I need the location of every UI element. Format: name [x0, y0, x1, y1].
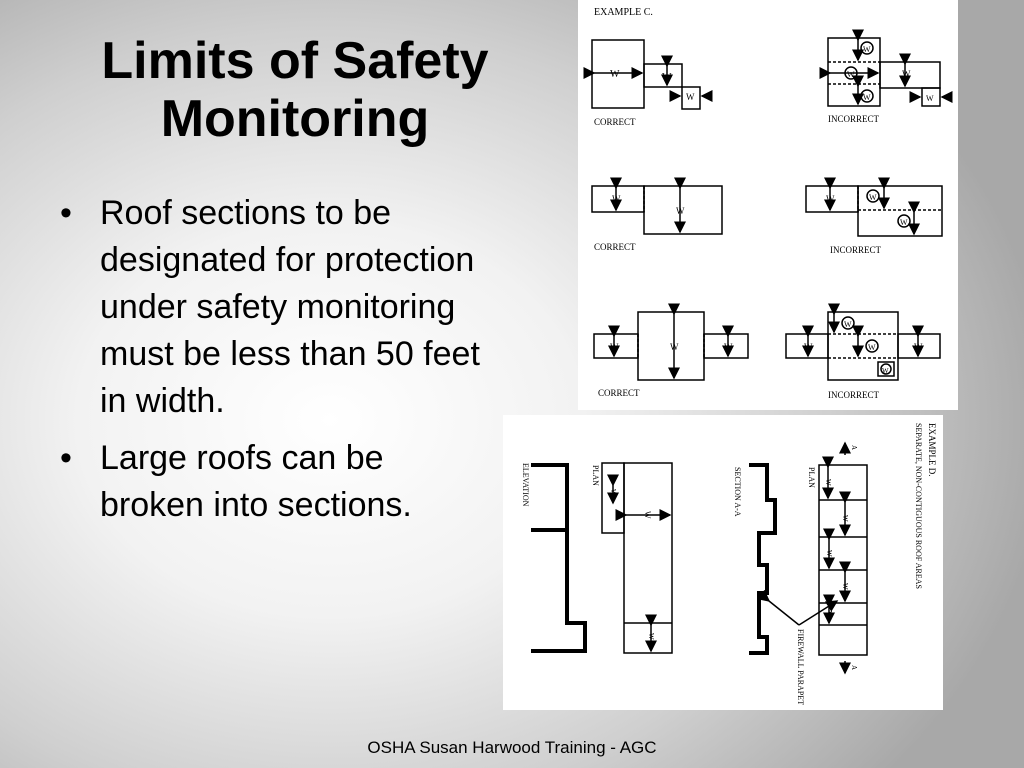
width-marker: W [914, 342, 923, 352]
width-marker: W [724, 342, 733, 352]
incorrect-label: INCORRECT [828, 114, 880, 124]
diagram-correct-1: W W W CORRECT [583, 39, 713, 127]
example-d-subheading: SEPARATE, NON-CONTIGUOUS ROOF AREAS [914, 423, 923, 589]
width-marker: W [804, 342, 813, 352]
width-marker: W [882, 367, 889, 375]
width-marker: W [869, 193, 877, 202]
incorrect-label: INCORRECT [830, 245, 882, 255]
elevation-label: ELEVATION [521, 463, 530, 507]
width-marker: W [868, 343, 876, 352]
section-view: SECTION A-A FIREWALL PARAPET [733, 463, 839, 705]
width-marker: W [863, 93, 871, 102]
width-marker: W [825, 611, 833, 618]
plan-view-1: PLAN W W W [591, 462, 673, 654]
width-marker: W [847, 70, 855, 79]
width-marker: W [643, 511, 652, 519]
width-marker: W [610, 69, 620, 80]
section-marker: A [850, 445, 858, 450]
width-marker: W [662, 72, 672, 83]
correct-label: CORRECT [598, 388, 640, 398]
diagram-correct-2: W W CORRECT [591, 177, 723, 252]
width-marker: W [610, 342, 619, 352]
bullet-item: Large roofs can be broken into sections. [58, 435, 488, 529]
width-marker: W [825, 550, 833, 557]
diagram-incorrect-3: W W W W W INCORRECT [785, 303, 941, 400]
slide-footer: OSHA Susan Harwood Training - AGC [367, 738, 657, 757]
width-marker: W [863, 45, 871, 54]
width-marker: W [902, 69, 911, 79]
correct-label: CORRECT [594, 117, 636, 127]
plan-label: PLAN [807, 467, 816, 488]
example-c-heading: EXAMPLE C. [594, 7, 653, 18]
width-marker: W [926, 94, 934, 103]
incorrect-label: INCORRECT [828, 390, 880, 400]
width-marker: W [900, 218, 908, 227]
example-d-heading: EXAMPLE D. [927, 423, 937, 477]
correct-label: CORRECT [594, 242, 636, 252]
width-marker: W [676, 206, 685, 216]
width-marker: W [841, 583, 849, 590]
width-marker: W [609, 489, 617, 496]
diagram-incorrect-1: W W W W W INCORRECT [819, 29, 953, 124]
diagram-incorrect-2: W W W INCORRECT [805, 177, 943, 255]
width-marker: W [612, 194, 621, 204]
width-marker: W [824, 479, 832, 486]
width-marker: W [647, 633, 655, 640]
section-marker: A [850, 665, 858, 670]
width-marker: W [670, 342, 679, 352]
width-marker: W [686, 92, 695, 102]
firewall-label: FIREWALL PARAPET [796, 629, 805, 705]
example-d-diagram: EXAMPLE D. SEPARATE, NON-CONTIGUOUS ROOF… [503, 415, 943, 710]
plan-label: PLAN [591, 465, 600, 486]
width-marker: W [841, 515, 849, 522]
width-marker: W [826, 194, 835, 204]
slide-title: Limits of Safety Monitoring [101, 32, 489, 148]
elevation-view: ELEVATION [521, 463, 587, 653]
bullet-item: Roof sections to be designated for prote… [58, 190, 488, 425]
bullet-list: Roof sections to be designated for prote… [58, 190, 488, 539]
section-label: SECTION A-A [733, 467, 742, 517]
diagram-correct-3: W W W CORRECT [593, 303, 749, 398]
example-c-diagram: EXAMPLE C. W W W CORRECT [578, 0, 958, 410]
width-marker: W [844, 320, 852, 329]
plan-view-2: PLAN A A W W W W W [807, 441, 868, 675]
